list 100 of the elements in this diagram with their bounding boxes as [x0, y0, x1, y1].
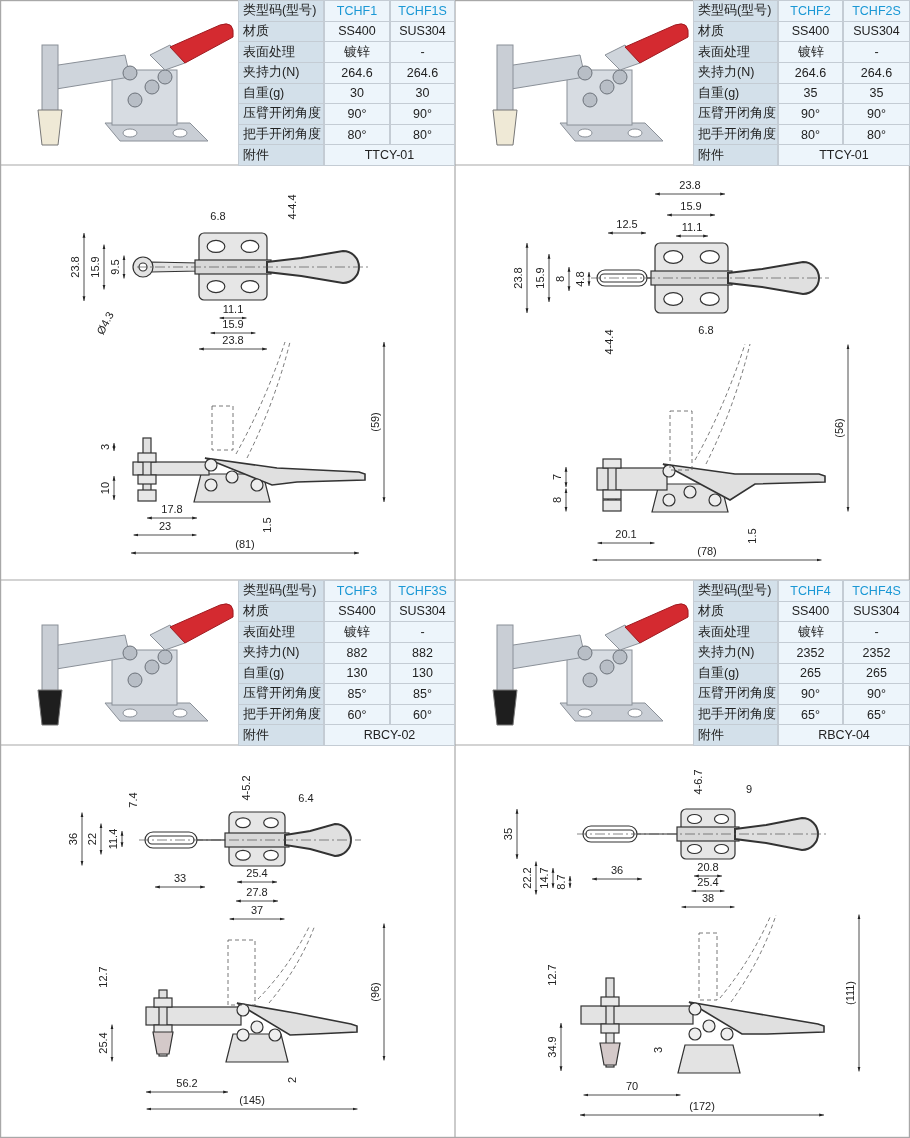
table-cell: 60° — [390, 703, 455, 726]
table-cell: 90° — [778, 683, 843, 705]
dimension-label: 2 — [286, 1076, 298, 1084]
dimension-label: 3 — [99, 443, 111, 451]
table-cell: TCHF1S — [390, 0, 455, 22]
table-cell: 264.6 — [390, 61, 455, 84]
table-cell: TCHF2S — [843, 0, 910, 22]
table-cell: - — [843, 41, 910, 63]
header-cell: 把手开闭角度 — [238, 123, 324, 146]
dimension-label: 23 — [158, 520, 172, 532]
dimension-label: 6.4 — [298, 792, 314, 804]
dimension-label: 14.7 — [538, 867, 550, 889]
table-cell: 镀锌 — [324, 41, 390, 63]
table-cell: SS400 — [778, 20, 843, 43]
dimension-label: 6.8 — [210, 210, 226, 222]
dimension-label: 33 — [173, 872, 187, 884]
header-cell: 表面处理 — [238, 621, 324, 643]
dimension-label: (59) — [369, 412, 381, 432]
header-cell: 把手开闭角度 — [693, 123, 778, 146]
table-cell: 90° — [843, 683, 910, 705]
dimension-label: 56.2 — [176, 1077, 198, 1089]
dimension-label: 23.8 — [679, 179, 701, 191]
table-cell: 90° — [324, 103, 390, 125]
table-cell: 130 — [390, 662, 455, 685]
dimension-label: 8.7 — [555, 874, 567, 890]
header-cell: 自重(g) — [238, 82, 324, 105]
dimension-label: 3 — [652, 1046, 664, 1054]
dimension-label: 9 — [745, 783, 753, 795]
header-cell: 压臂开闭角度 — [693, 683, 778, 705]
dimension-label: 15.9 — [89, 256, 101, 278]
header-cell: 类型码(型号) — [693, 580, 778, 602]
header-cell: 把手开闭角度 — [693, 703, 778, 726]
table-cell: 265 — [778, 662, 843, 685]
table-cell: 65° — [843, 703, 910, 726]
header-cell: 自重(g) — [693, 662, 778, 685]
dimension-label: (78) — [697, 545, 717, 557]
dimension-label: 12.7 — [546, 964, 558, 986]
header-cell: 类型码(型号) — [693, 0, 778, 22]
dimension-label: (111) — [844, 981, 856, 1005]
dimension-label: 7 — [551, 473, 563, 481]
dimension-label: 25.4 — [246, 867, 268, 879]
header-cell: 材质 — [238, 600, 324, 623]
dimension-label: 11.1 — [222, 303, 244, 315]
table-cell: TCHF4 — [778, 580, 843, 602]
table-cell: 90° — [390, 103, 455, 125]
dimension-label: 7.4 — [127, 792, 139, 808]
dimension-label: 23.8 — [222, 334, 244, 346]
dimension-label: 20.8 — [697, 861, 719, 873]
dimension-label: 1.5 — [261, 517, 273, 533]
dimension-label: 37 — [250, 904, 264, 916]
header-cell: 夹持力(N) — [693, 61, 778, 84]
table-cell: 264.6 — [843, 61, 910, 84]
table-cell: TCHF2 — [778, 0, 843, 22]
dimension-label: 9.5 — [109, 259, 121, 275]
dimension-label: 11.4 — [107, 828, 119, 850]
dimension-label: 4.8 — [574, 271, 586, 287]
dimension-label: 8 — [554, 275, 566, 283]
table-cell: 镀锌 — [324, 621, 390, 643]
header-cell: 自重(g) — [238, 662, 324, 685]
table-cell: TCHF4S — [843, 580, 910, 602]
table-cell: 264.6 — [324, 61, 390, 84]
dimension-label: 22 — [86, 832, 98, 846]
header-cell: 表面处理 — [693, 41, 778, 63]
header-cell: 把手开闭角度 — [238, 703, 324, 726]
dimension-label: 4-4.4 — [603, 329, 615, 355]
table-cell: 镀锌 — [778, 41, 843, 63]
header-cell: 夹持力(N) — [238, 641, 324, 664]
dimension-label: 25.4 — [97, 1032, 109, 1054]
dimension-label: 20.1 — [615, 528, 637, 540]
table-cell: TTCY-01 — [324, 144, 455, 166]
header-cell: 附件 — [693, 144, 778, 166]
dimension-label: 10 — [99, 481, 111, 495]
table-cell: 60° — [324, 703, 390, 726]
table-cell: 90° — [778, 103, 843, 125]
header-cell: 附件 — [693, 724, 778, 746]
dimension-label: 4-6.7 — [692, 769, 704, 795]
header-cell: 类型码(型号) — [238, 580, 324, 602]
dimension-label: (81) — [235, 538, 255, 550]
dimension-label: 11.1 — [681, 221, 703, 233]
dimension-label: 17.8 — [161, 503, 183, 515]
table-cell: SS400 — [324, 20, 390, 43]
header-cell: 类型码(型号) — [238, 0, 324, 22]
table-cell: 264.6 — [778, 61, 843, 84]
dimension-label: 22.2 — [521, 867, 533, 889]
dimension-label: (56) — [833, 418, 845, 438]
header-cell: 材质 — [238, 20, 324, 43]
dimension-label: 25.4 — [697, 876, 719, 888]
dimension-label: 36 — [610, 864, 624, 876]
dimension-label: 23.8 — [512, 267, 524, 289]
table-cell: - — [390, 621, 455, 643]
table-cell: RBCY-04 — [778, 724, 910, 746]
dimension-label: 4-4.4 — [286, 194, 298, 220]
table-cell: 265 — [843, 662, 910, 685]
table-cell: 130 — [324, 662, 390, 685]
table-cell: 80° — [843, 123, 910, 146]
table-cell: 85° — [324, 683, 390, 705]
table-cell: TCHF3 — [324, 580, 390, 602]
table-cell: TCHF1 — [324, 0, 390, 22]
table-cell: 30 — [324, 82, 390, 105]
dimension-label: (96) — [369, 982, 381, 1002]
